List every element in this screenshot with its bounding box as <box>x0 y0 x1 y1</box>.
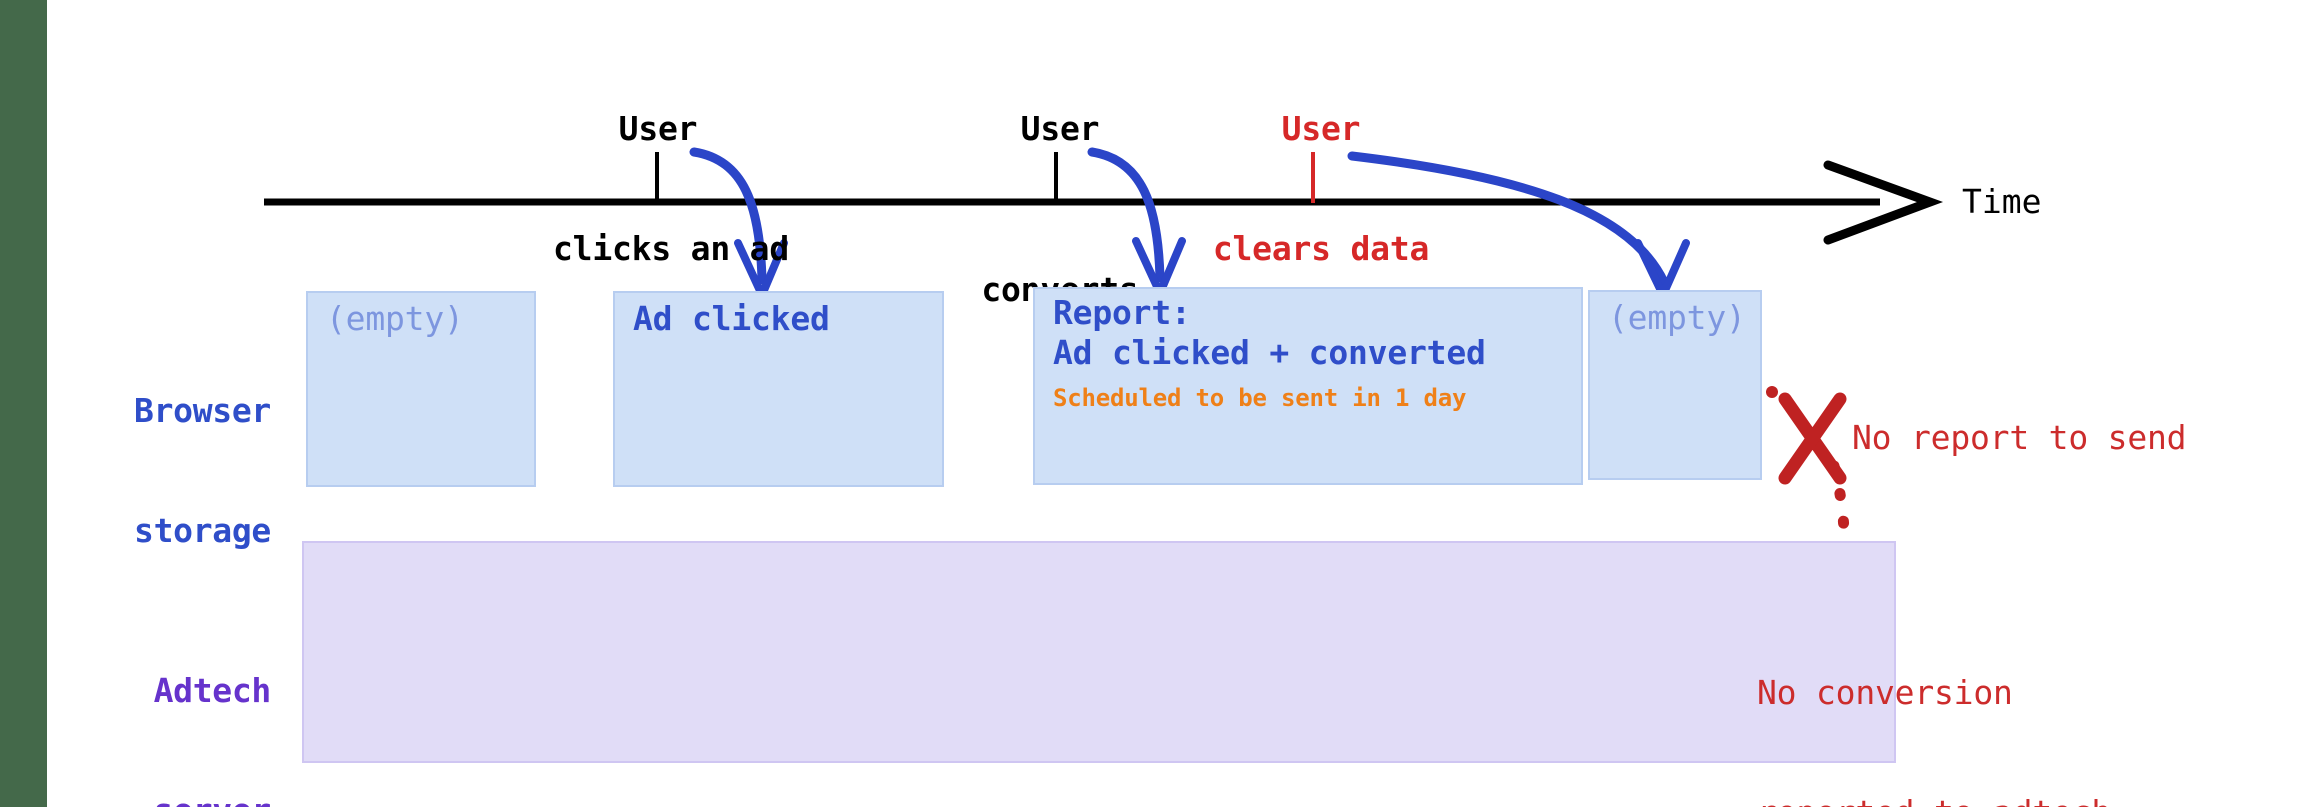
axis-label-time: Time <box>1962 182 2042 221</box>
annotation-no-conversion-reported: No conversion reported to adtech <box>1757 592 2111 807</box>
storage-box-ad-clicked-text: Ad clicked <box>633 299 830 338</box>
storage-box-ad-clicked[interactable]: Ad clicked <box>613 291 944 487</box>
annotation-no-conversion-line2: reported to adtech <box>1757 793 2111 807</box>
event-label-clear: User clears data <box>1196 28 1446 350</box>
row-label-browser-line2: storage <box>134 511 271 551</box>
row-label-adtech-server: Adtech server <box>86 590 272 807</box>
annotation-no-report-to-send: No report to send <box>1852 418 2187 457</box>
report-schedule-note: Scheduled to be sent in 1 day <box>1053 384 1467 412</box>
adtech-server-box[interactable] <box>302 541 1896 763</box>
storage-box-empty-after-clear[interactable]: (empty) <box>1588 290 1762 480</box>
annotation-no-conversion-line1: No conversion <box>1757 672 2013 712</box>
row-label-adtech-line2: server <box>86 791 272 807</box>
event-label-convert-line1: User <box>1020 108 1100 148</box>
row-label-adtech-line1: Adtech <box>153 670 272 710</box>
storage-box-empty-initial-text: (empty) <box>326 299 464 338</box>
event-label-clear-line2: clears data <box>1212 229 1430 269</box>
report-detail: Ad clicked + converted <box>1053 333 1486 372</box>
event-label-click-line2: clicks an ad <box>553 229 790 269</box>
left-edge-strip <box>0 0 47 807</box>
storage-box-empty-after-clear-text: (empty) <box>1608 298 1746 337</box>
storage-box-report[interactable]: Report: Ad clicked + converted Scheduled… <box>1033 287 1583 485</box>
report-title: Report: <box>1053 293 1191 332</box>
row-label-browser-line1: Browser <box>134 390 271 430</box>
event-label-clear-line1: User <box>1281 108 1361 148</box>
event-label-click-line1: User <box>618 108 698 148</box>
row-label-browser-storage: Browser storage <box>86 310 271 632</box>
event-label-click: User clicks an ad <box>553 28 790 350</box>
storage-box-empty-initial[interactable]: (empty) <box>306 291 536 487</box>
